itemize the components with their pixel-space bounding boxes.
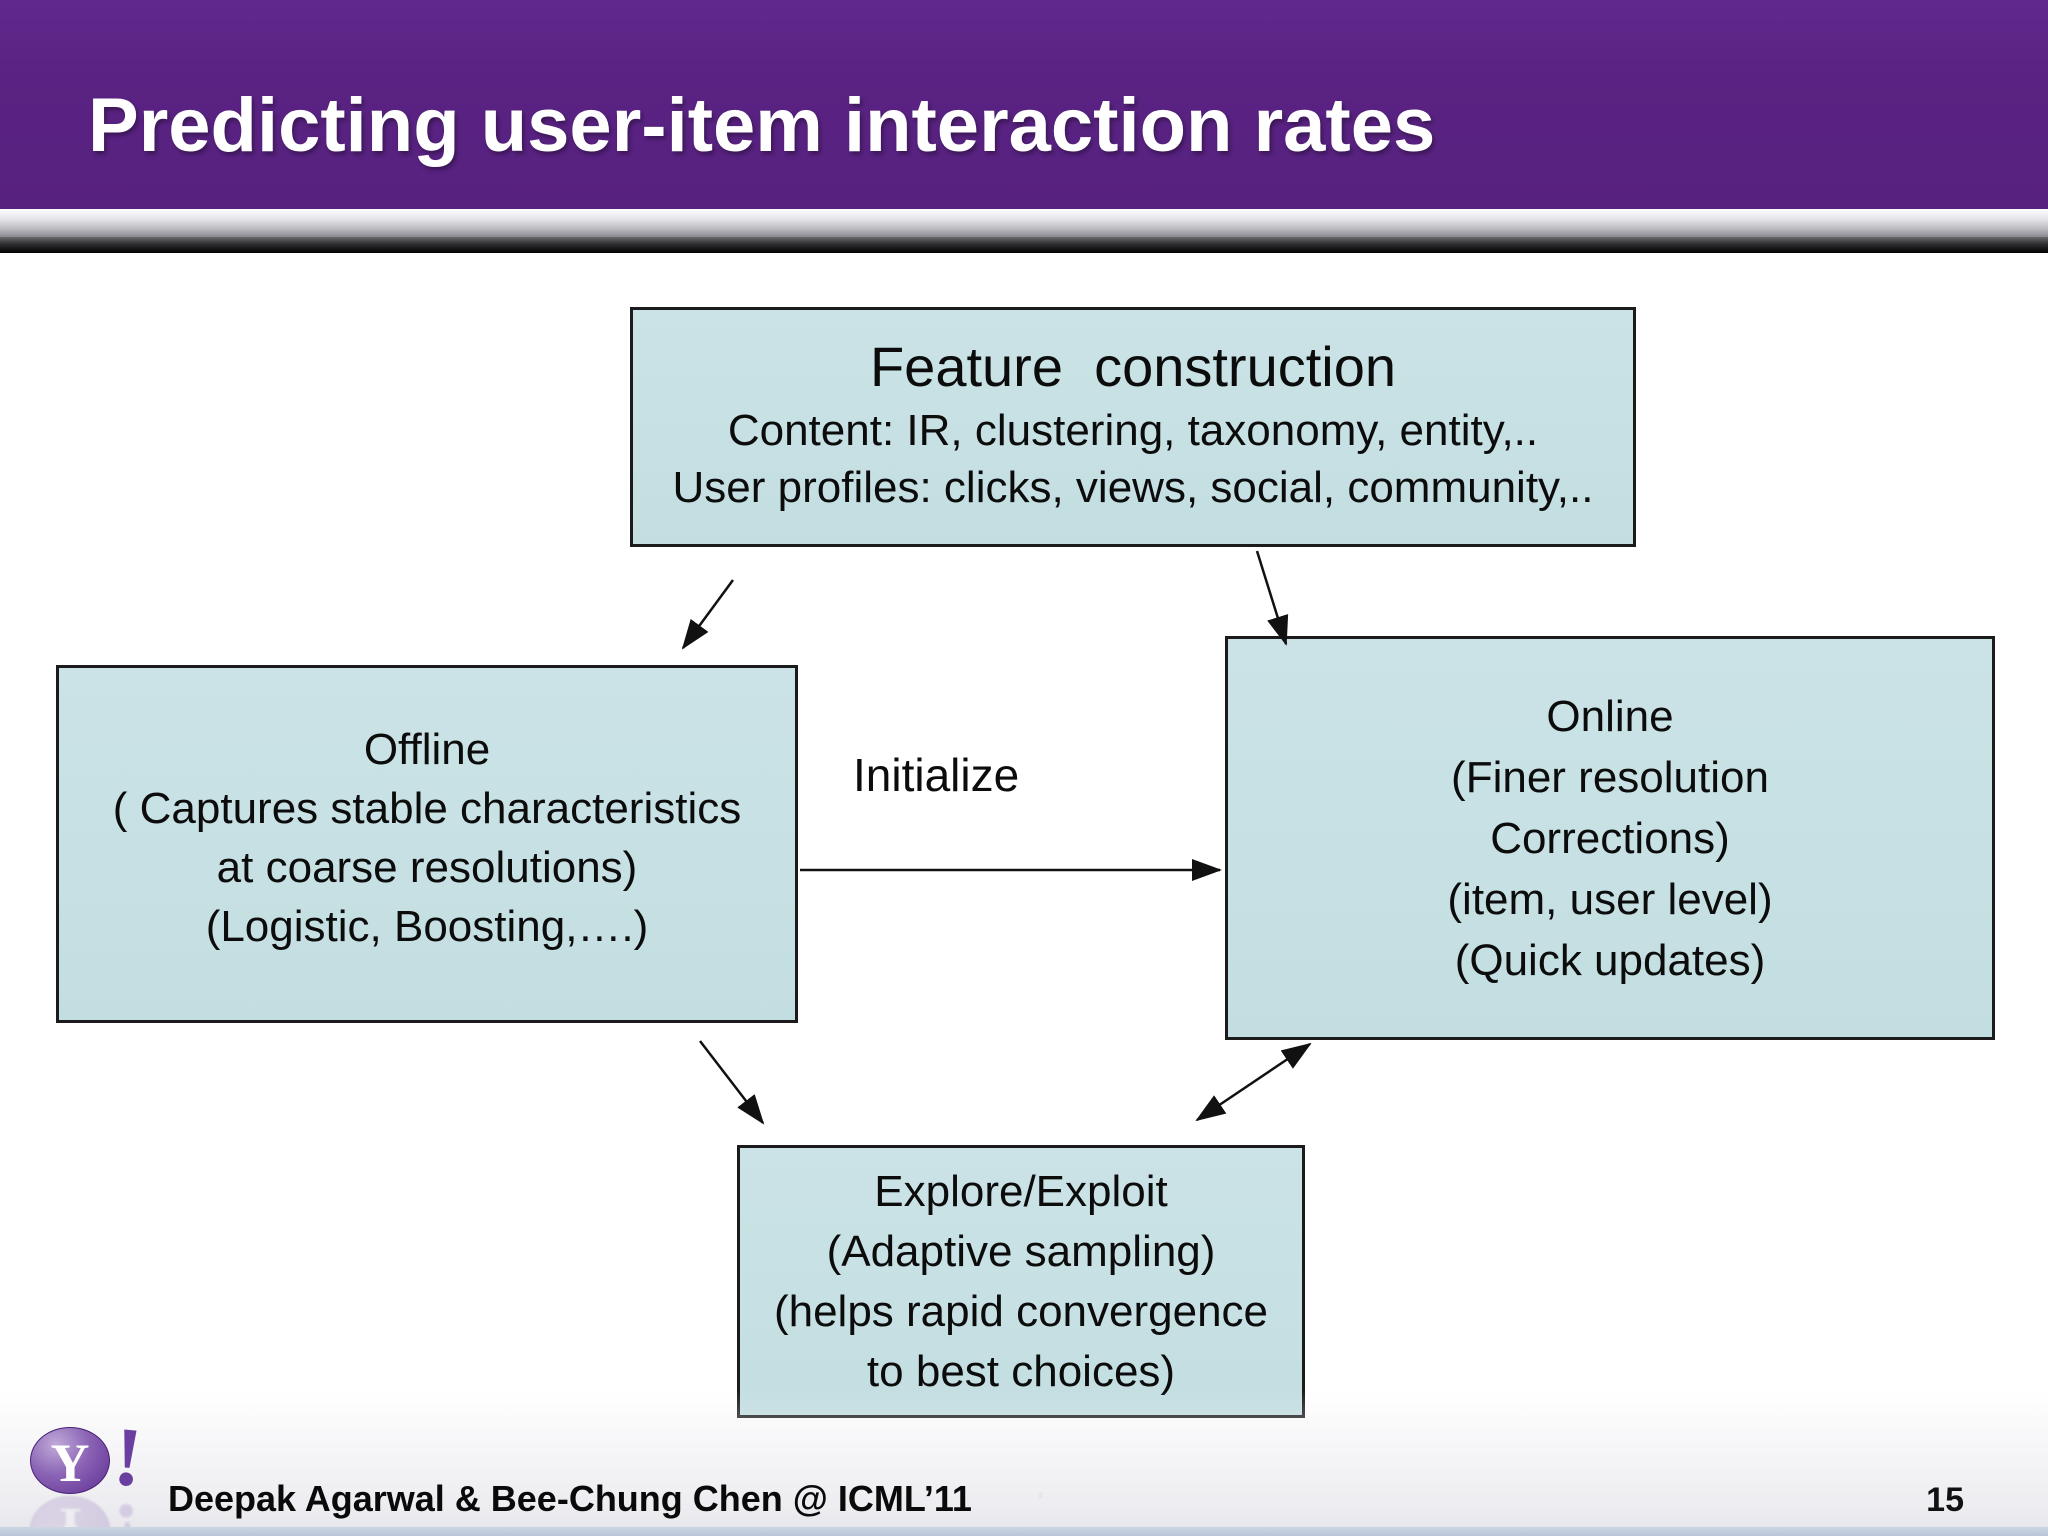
explore-box-title: Explore/Exploit	[874, 1166, 1168, 1216]
yahoo-logo: Y ! Y !	[30, 1410, 180, 1536]
online-box-line: (item, user level)	[1447, 874, 1773, 924]
slide-title: Predicting user-item interaction rates	[88, 83, 1436, 168]
online-box-line: (Quick updates)	[1454, 935, 1766, 985]
arrow-feature-to-offline	[681, 579, 735, 650]
slide-header: Predicting user-item interaction rates	[0, 0, 2048, 209]
header-divider-silver	[0, 209, 2048, 237]
explore-exploit-box: Explore/Exploit (Adaptive sampling) (hel…	[737, 1145, 1305, 1418]
page-number: 15	[1926, 1481, 1964, 1519]
online-box-line: (Finer resolution	[1451, 752, 1769, 802]
bottom-strip	[0, 1527, 2048, 1536]
offline-box-title: Offline	[363, 725, 491, 774]
arrow-explore-online-bidirectional	[1195, 1042, 1312, 1122]
offline-box-line: (Logistic, Boosting,….)	[205, 902, 649, 951]
offline-box-line: ( Captures stable characteristics	[112, 784, 742, 833]
initialize-label: Initialize	[853, 749, 1020, 801]
yahoo-logo-oval: Y	[30, 1427, 110, 1494]
feature-construction-box: Feature construction Content: IR, cluste…	[630, 307, 1636, 547]
explore-box-line: (helps rapid convergence	[773, 1286, 1269, 1336]
arrow-feature-to-online	[1255, 550, 1289, 646]
online-box-line: Corrections)	[1490, 813, 1730, 863]
footer-credit: Deepak Agarwal & Bee-Chung Chen @ ICML’1…	[168, 1478, 972, 1519]
yahoo-logo-y-icon: Y	[50, 1432, 90, 1493]
header-divider-dark	[0, 237, 2048, 253]
offline-box: Offline ( Captures stable characteristic…	[56, 665, 798, 1023]
explore-box-line: (Adaptive sampling)	[826, 1226, 1216, 1276]
arrow-offline-to-explore	[699, 1040, 765, 1125]
feature-box-line-content: Content: IR, clustering, taxonomy, entit…	[727, 406, 1539, 455]
yahoo-logo-mark: Y !	[30, 1410, 180, 1505]
offline-box-line: at coarse resolutions)	[216, 843, 638, 892]
feature-box-title: Feature construction	[869, 335, 1397, 398]
footer-background	[0, 1390, 2048, 1536]
online-box: Online (Finer resolution Corrections) (i…	[1225, 636, 1995, 1040]
online-box-title: Online	[1546, 691, 1674, 741]
feature-box-line-user-profiles: User profiles: clicks, views, social, co…	[672, 463, 1594, 512]
explore-box-line: to best choices)	[866, 1346, 1176, 1396]
